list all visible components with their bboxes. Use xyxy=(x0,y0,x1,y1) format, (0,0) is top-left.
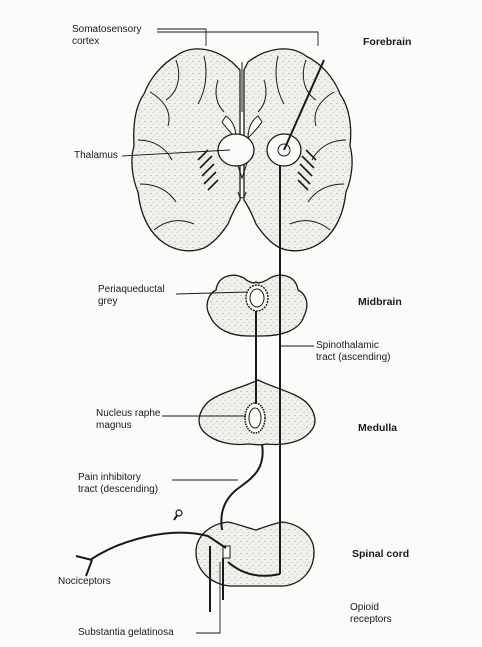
region-medulla: Medulla xyxy=(358,422,397,434)
label-nociceptors: Nociceptors xyxy=(58,576,111,588)
label-periaqueductal-grey: Periaqueductal grey xyxy=(98,284,165,308)
label-somatosensory-cortex-line1: Somatosensory xyxy=(72,24,141,36)
label-periaqueductal-grey-line1: Periaqueductal xyxy=(98,284,165,296)
label-substantia-gelatinosa: Substantia gelatinosa xyxy=(78,627,174,639)
label-somatosensory-cortex: Somatosensory cortex xyxy=(72,24,141,48)
label-spinothalamic-tract-line2: tract (ascending) xyxy=(316,352,390,364)
label-opioid-receptors: Opioid receptors xyxy=(350,602,392,626)
label-somatosensory-cortex-line2: cortex xyxy=(72,36,141,48)
label-nucleus-raphe-magnus-line2: magnus xyxy=(96,420,160,432)
spinal-cord-section xyxy=(196,522,314,586)
region-midbrain: Midbrain xyxy=(358,296,402,308)
label-opioid-receptors-line1: Opioid xyxy=(350,602,392,614)
label-thalamus: Thalamus xyxy=(74,150,118,162)
label-periaqueductal-grey-line2: grey xyxy=(98,296,165,308)
label-nucleus-raphe-magnus-line1: Nucleus raphe xyxy=(96,408,160,420)
region-spinal-cord: Spinal cord xyxy=(352,548,409,560)
label-nucleus-raphe-magnus: Nucleus raphe magnus xyxy=(96,408,160,432)
region-forebrain: Forebrain xyxy=(363,36,411,48)
label-pain-inhibitory-tract-line1: Pain inhibitory xyxy=(78,472,158,484)
label-spinothalamic-tract: Spinothalamic tract (ascending) xyxy=(316,340,390,364)
label-pain-inhibitory-tract: Pain inhibitory tract (descending) xyxy=(78,472,158,496)
label-opioid-receptors-line2: receptors xyxy=(350,614,392,626)
label-pain-inhibitory-tract-line2: tract (descending) xyxy=(78,484,158,496)
label-spinothalamic-tract-line1: Spinothalamic xyxy=(316,340,390,352)
